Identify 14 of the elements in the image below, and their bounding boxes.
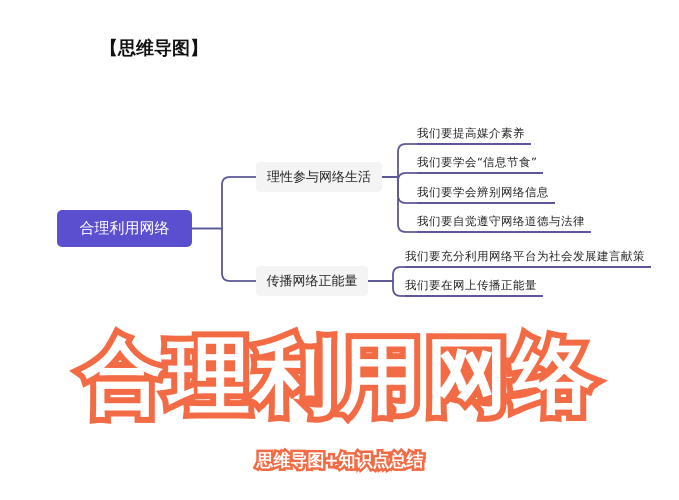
heading: 【思维导图】 [100,37,208,60]
banner-title: 合理利用网络 [70,322,610,432]
topic-text: 我们要学会“信息节食” [417,155,543,174]
topic-text: 我们要学会辨别网络信息 [417,185,555,204]
root-topic-box: 合理利用网络 [57,210,192,247]
connector-line [192,228,256,282]
topic-text: 我们要自觉遵守网络道德与法律 [417,214,591,233]
branch-topic-box: 传播网络正能量 [256,266,368,296]
topic-text: 我们要提高媒介素养 [417,126,531,145]
topic-text: 我们要在网上传播正能量 [405,278,543,297]
topic-text: 我们要充分利用网络平台为社会发展建言献策 [405,249,651,268]
connector-line [368,280,405,297]
banner-subtitle: 思维导图+知识点总结 [230,448,450,474]
branch-topic-box: 理性参与网络生活 [256,162,382,192]
